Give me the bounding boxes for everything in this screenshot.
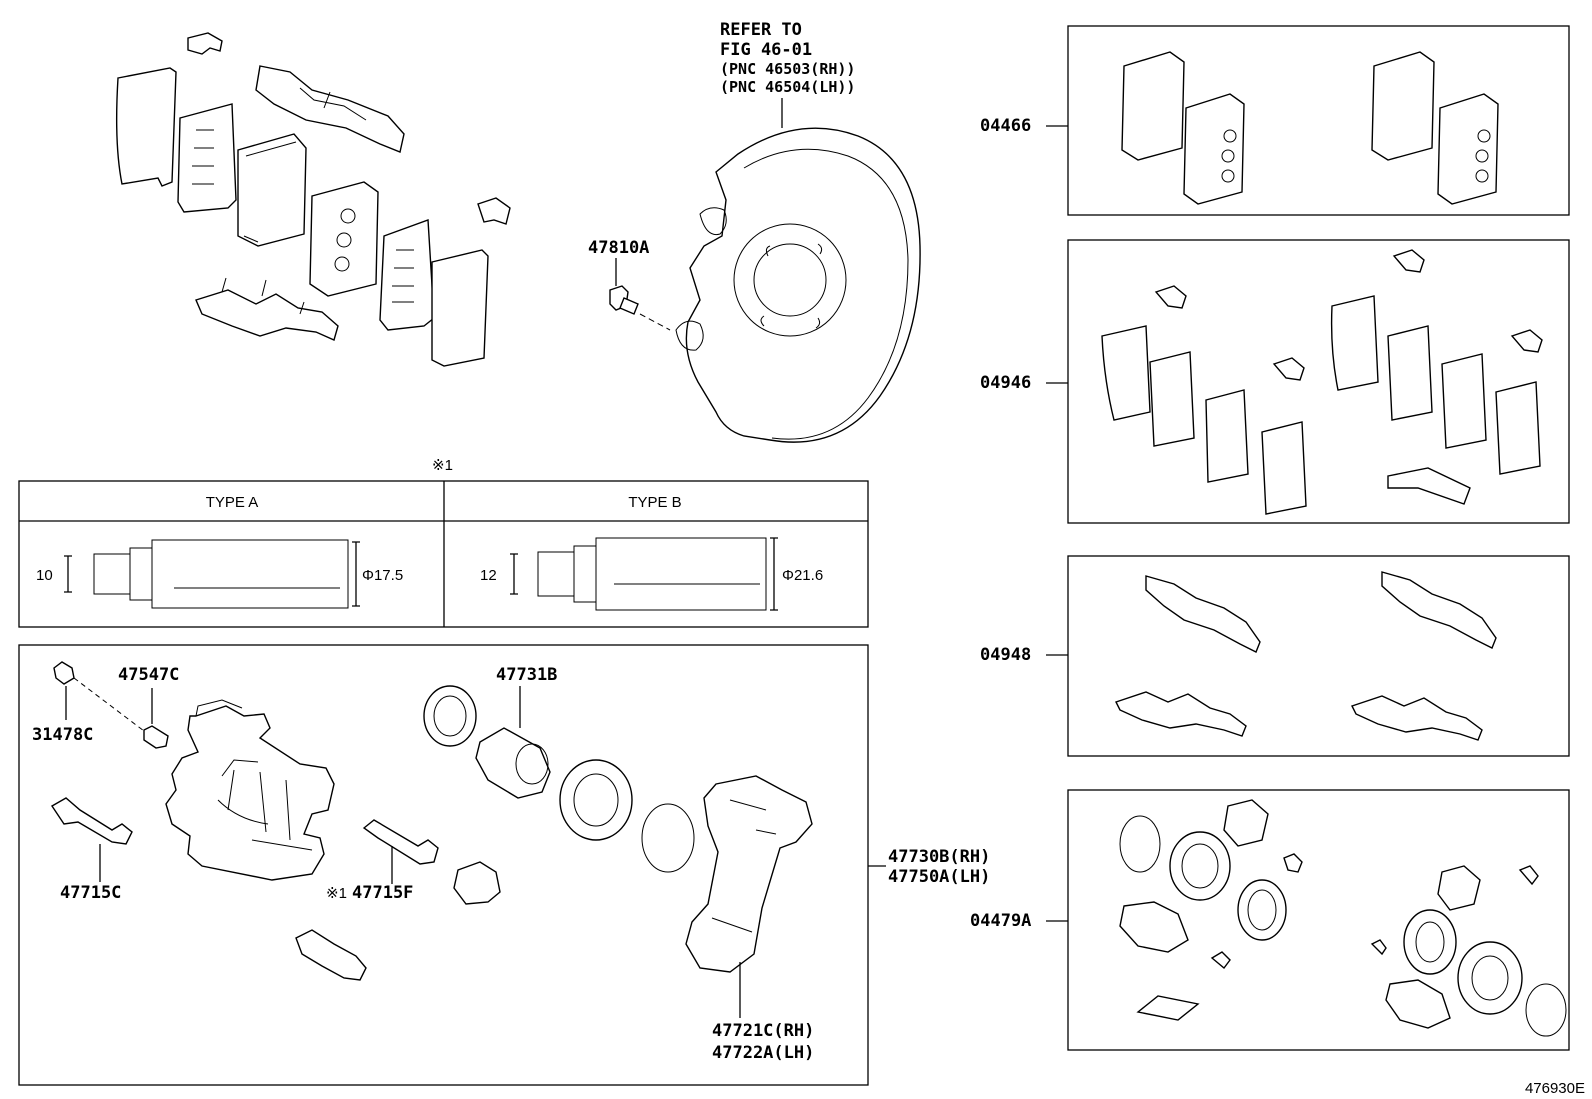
bleeder-cap-31478C (53, 661, 149, 735)
support-plate-set-04948 (1115, 571, 1497, 741)
caliper-mounting-bracket (685, 775, 813, 973)
bolt-47810A (609, 285, 671, 331)
label-04479A: 04479A (970, 911, 1031, 931)
box-04466 (1067, 25, 1570, 216)
label-04466: 04466 (980, 116, 1031, 136)
label-47750A: 47750A(LH) (888, 867, 990, 887)
shim-outer-right (431, 249, 489, 367)
label-47547C: 47547C (118, 665, 179, 685)
caliper-body (165, 699, 335, 881)
box-04479A (1067, 789, 1570, 1051)
refer-line-3: (PNC 46503(RH)) (720, 60, 855, 78)
piston-set-47731B (423, 685, 551, 799)
shim-slotted-right (379, 219, 435, 331)
figure-id: 476930E (1525, 1080, 1585, 1097)
refer-line-1: REFER TO (720, 20, 802, 40)
label-31478C: 31478C (32, 725, 93, 745)
boot-pin (295, 929, 367, 981)
label-47715C: 47715C (60, 883, 121, 903)
type-a-height: 10 (36, 567, 53, 584)
label-47730B: 47730B(RH) (888, 847, 990, 867)
type-b-height: 12 (480, 567, 497, 584)
type-b-header: TYPE B (628, 494, 681, 511)
support-plate-upper (255, 65, 405, 153)
label-04948: 04948 (980, 645, 1031, 665)
refer-line-2: FIG 46-01 (720, 40, 812, 60)
table-note-mark: ※1 (432, 457, 453, 474)
seal-kit-04479A (1119, 799, 1567, 1037)
label-47731B: 47731B (496, 665, 557, 685)
support-plate-lower (195, 277, 339, 341)
label-47810A: 47810A (588, 238, 649, 258)
shim-set-04946 (1101, 249, 1543, 515)
brake-pad-right (309, 181, 379, 297)
pad-assembly-exploded (115, 32, 511, 367)
label-47721C: 47721C(RH) (712, 1021, 814, 1041)
type-a-header: TYPE A (206, 494, 259, 511)
boot-small (453, 861, 501, 905)
label-47715F-prefix: ※1 (326, 885, 347, 902)
box-04948 (1067, 555, 1570, 757)
shim-outer-left (115, 67, 177, 187)
pad-clip-top (187, 32, 223, 55)
label-47722A: 47722A(LH) (712, 1043, 814, 1063)
pad-set-04466 (1121, 51, 1499, 205)
type-a-diameter: Φ17.5 (362, 567, 403, 584)
box-04946 (1067, 239, 1570, 524)
refer-line-4: (PNC 46504(LH)) (720, 78, 855, 96)
type-a-pin (64, 539, 360, 609)
pad-clip-right (477, 197, 511, 225)
type-b-pin (510, 537, 778, 611)
pin-type-table (18, 480, 869, 628)
dust-cover-plate (675, 127, 921, 443)
label-47715F: 47715F (352, 883, 413, 903)
label-04946: 04946 (980, 373, 1031, 393)
piston-boot (559, 759, 695, 873)
bleeder-plug-47547C (143, 725, 169, 749)
brake-pad-left (237, 133, 307, 247)
guide-pin-47715F (362, 819, 439, 865)
shim-slotted-left (177, 103, 237, 213)
type-b-diameter: Φ21.6 (782, 567, 823, 584)
guide-pin-47715C (51, 797, 133, 845)
caliper-box (18, 644, 869, 1086)
